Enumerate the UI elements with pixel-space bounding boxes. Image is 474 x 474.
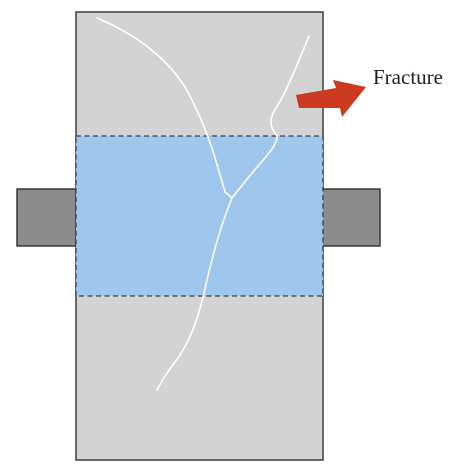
fracture-branch-right bbox=[231, 35, 310, 199]
left-clamp bbox=[16, 188, 77, 247]
fracture-label: Fracture bbox=[373, 65, 443, 89]
highlight-zone bbox=[75, 135, 324, 297]
arrow-right-icon bbox=[296, 80, 366, 117]
right-clamp bbox=[321, 188, 381, 247]
fracture-branch-left bbox=[96, 17, 233, 199]
fracture-trunk bbox=[156, 197, 233, 391]
fracture-lines bbox=[96, 17, 310, 391]
